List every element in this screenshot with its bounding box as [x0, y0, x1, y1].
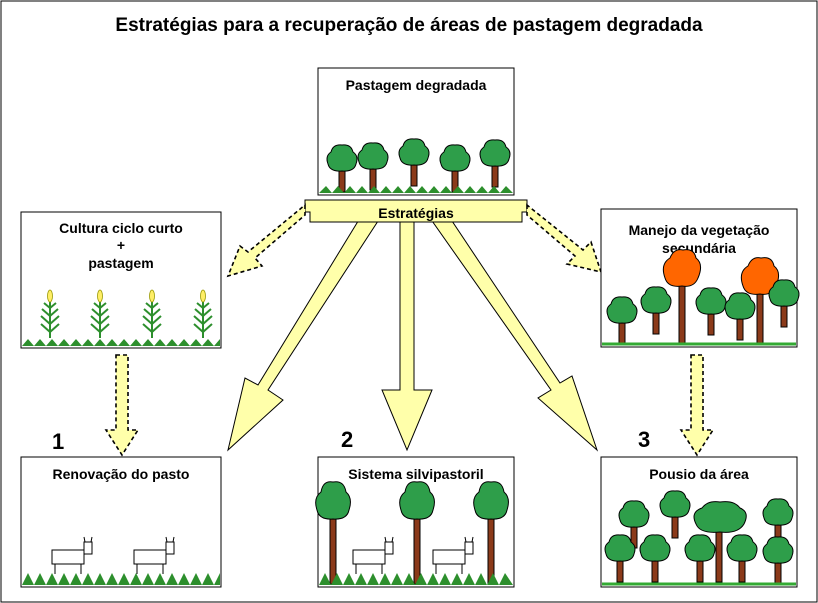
arrow-to-silvipastoral: [381, 217, 433, 452]
diagram-title: Estratégias para a recuperação de áreas …: [115, 15, 703, 36]
strategies-label: Estratégias: [378, 205, 454, 221]
silvipastoral-number: 2: [341, 427, 353, 452]
grass-strip: [319, 573, 513, 585]
arrow-to-fallow: [429, 217, 599, 452]
grass-strip: [319, 186, 513, 193]
arrow-down-left: [104, 354, 140, 457]
box-degraded-label: Pastagem degradada: [346, 77, 487, 93]
box-short-cycle-crop: Cultura ciclo curto + pastagem: [20, 211, 222, 349]
silvipastoral-label: Sistema silvipastoril: [348, 466, 483, 482]
arrow-to-renewal: [227, 217, 381, 452]
box-fallow: 3 Pousio da área: [600, 427, 798, 588]
short-cycle-line1: Cultura ciclo curto: [59, 220, 183, 236]
box-silvipastoral: 2 Sistema silvipastoril: [315, 427, 515, 588]
fallow-label: Pousio da área: [649, 466, 749, 482]
box-secondary-vegetation: Manejo da vegetação secundária: [600, 208, 800, 348]
short-cycle-line2: +: [117, 237, 125, 253]
dashed-arrows: [104, 203, 715, 457]
arrow-to-secondary-veg: [526, 203, 603, 274]
secondary-veg-line1: Manejo da vegetação: [629, 222, 770, 238]
box-pasture-renewal: 1 Renovação do pasto: [20, 429, 222, 588]
renewal-number: 1: [52, 429, 64, 454]
short-cycle-line3: pastagem: [88, 255, 153, 271]
renewal-label: Renovação do pasto: [53, 466, 190, 482]
fallow-forest-icon: [604, 490, 794, 585]
arrow-down-right: [679, 354, 715, 457]
grass-strip: [22, 573, 220, 585]
box-degraded-pasture: Pastagem degradada: [317, 67, 515, 196]
strategies-banner: Estratégias: [304, 199, 528, 223]
grass-strip: [22, 339, 220, 346]
arrow-to-short-cycle: [226, 203, 306, 278]
solid-arrows: [227, 217, 599, 452]
fallow-number: 3: [638, 427, 650, 452]
